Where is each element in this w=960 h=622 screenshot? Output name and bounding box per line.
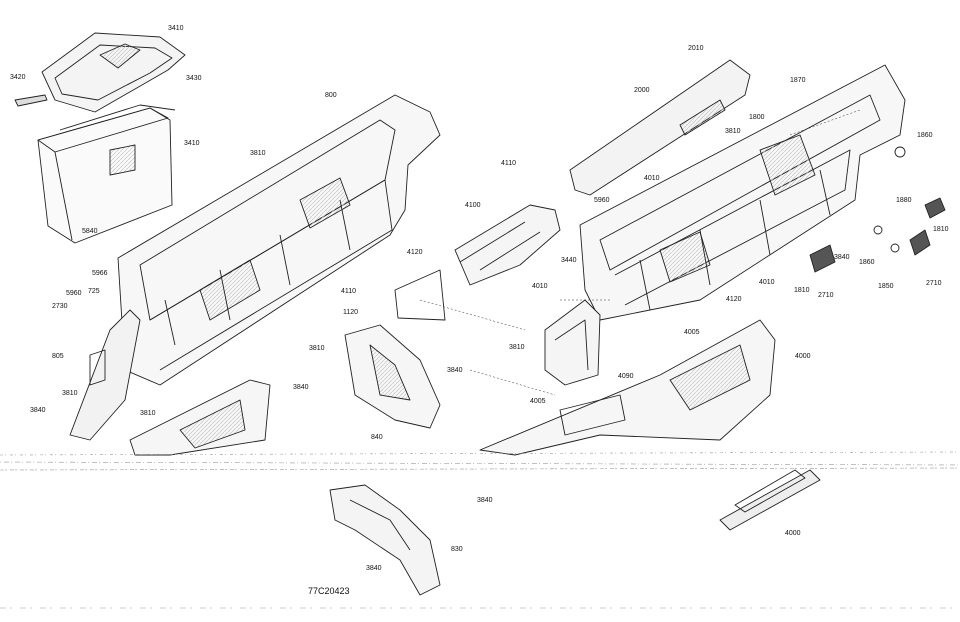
callout-label: 830 — [451, 546, 463, 553]
callout-label: 3810 — [140, 410, 156, 417]
callout-label: 4090 — [618, 373, 634, 380]
callout-label: 1860 — [917, 132, 933, 139]
callout-label: 725 — [88, 288, 100, 295]
callout-label: 3810 — [250, 150, 266, 157]
callout-label: 4000 — [785, 530, 801, 537]
callout-label: 4010 — [532, 283, 548, 290]
callout-label: 3840 — [477, 497, 493, 504]
callout-label: 1120 — [343, 309, 359, 316]
left-trim-strip — [69, 309, 141, 441]
callout-label: 3430 — [186, 75, 202, 82]
leader-lines — [419, 109, 861, 396]
bracket-4100 — [394, 204, 561, 321]
callout-label: 2730 — [52, 303, 68, 310]
callout-label: 4120 — [407, 249, 423, 256]
callout-label: 1880 — [896, 197, 912, 204]
callout-label: 805 — [52, 353, 64, 360]
guard-830 — [329, 484, 441, 596]
callout-label: 2000 — [634, 87, 650, 94]
callout-label: 3410 — [168, 25, 184, 32]
callout-label: 2010 — [688, 45, 704, 52]
callout-label: 3810 — [509, 344, 525, 351]
callout-label: 3840 — [293, 384, 309, 391]
scan-noise — [0, 451, 960, 609]
connector-1810 — [809, 146, 946, 273]
callout-label: 3810 — [62, 390, 78, 397]
callout-label: 2710 — [926, 280, 942, 287]
callout-label: 1870 — [790, 77, 806, 84]
floor-strip-4000 — [719, 469, 821, 531]
callout-label: 4110 — [501, 160, 517, 167]
rail-2000 — [569, 59, 751, 196]
callout-label: 4010 — [759, 279, 775, 286]
callout-label: 2710 — [818, 292, 834, 299]
callout-label: 3410 — [184, 140, 200, 147]
callout-label: 3840 — [447, 367, 463, 374]
callout-label: 4010 — [644, 175, 660, 182]
lower-left-guard — [129, 379, 271, 456]
callout-label: 1850 — [878, 283, 894, 290]
callout-label: 1860 — [859, 259, 875, 266]
storage-box-bin — [37, 104, 176, 244]
callout-label: 5840 — [82, 228, 98, 235]
left-side-panel — [117, 94, 441, 386]
callout-label: 3420 — [10, 74, 26, 81]
callout-label: 5960 — [594, 197, 610, 204]
callout-label: 3810 — [725, 128, 741, 135]
callout-label: 5966 — [92, 270, 108, 277]
callout-label: 3840 — [834, 254, 850, 261]
callout-label: 4110 — [341, 288, 357, 295]
callout-label: 4005 — [530, 398, 546, 405]
callout-label: 1800 — [749, 114, 765, 121]
callout-label: 3840 — [30, 407, 46, 414]
callout-label: 3810 — [309, 345, 325, 352]
floor-rail-4000 — [479, 319, 776, 456]
callout-label: 4120 — [726, 296, 742, 303]
callout-label: 840 — [371, 434, 383, 441]
callout-label: 1810 — [933, 226, 949, 233]
callout-label: 3440 — [561, 257, 577, 264]
callout-label: 4005 — [684, 329, 700, 336]
callout-label: 5960 — [66, 290, 82, 297]
right-side-panel — [579, 64, 906, 321]
callout-label: 800 — [325, 92, 337, 99]
storage-box-lid — [14, 32, 186, 113]
callout-label: 4100 — [465, 202, 481, 209]
callout-label: 3840 — [366, 565, 382, 572]
panel-840 — [344, 324, 441, 429]
callout-label: 1810 — [794, 287, 810, 294]
figure-id: 77C20423 — [308, 586, 350, 596]
callout-label: 4000 — [795, 353, 811, 360]
post-3440 — [544, 299, 601, 386]
